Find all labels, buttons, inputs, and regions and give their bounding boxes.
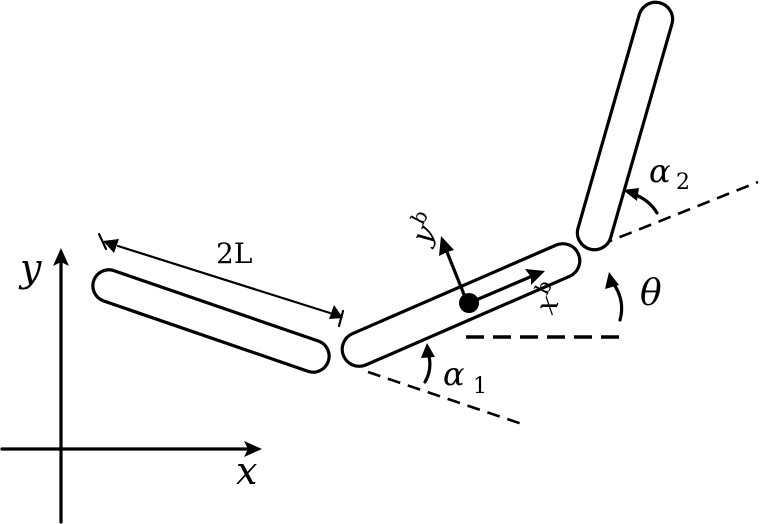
theta-arrowhead bbox=[605, 272, 619, 289]
world-x-arrowhead bbox=[244, 441, 262, 457]
alpha1-arrowhead bbox=[421, 343, 435, 358]
body-y-arrowhead bbox=[439, 236, 454, 256]
body-x-arrowhead bbox=[525, 269, 545, 285]
world-y-arrowhead bbox=[53, 248, 69, 266]
link-2-axis-extension bbox=[599, 180, 759, 247]
world-frame: x y bbox=[0, 246, 262, 524]
length-dimension: 2L bbox=[97, 232, 345, 328]
body-y-axis bbox=[445, 250, 469, 304]
alpha2-arrowhead bbox=[623, 188, 639, 201]
alpha2-label: α bbox=[649, 152, 671, 190]
body-x-axis bbox=[467, 275, 532, 305]
body-frame: x b y b bbox=[404, 206, 566, 319]
link-1-axis-extension bbox=[367, 370, 523, 426]
dimension-arrowhead-right bbox=[329, 305, 343, 319]
alpha2-subscript: 2 bbox=[676, 170, 690, 195]
dimension-arrowhead-left bbox=[103, 239, 119, 253]
theta-angle: θ bbox=[605, 272, 662, 322]
body-center-point bbox=[459, 293, 479, 313]
alpha1-subscript: 1 bbox=[473, 374, 487, 399]
world-y-label: y bbox=[18, 246, 42, 290]
theta-label: θ bbox=[640, 273, 662, 314]
alpha2-angle: α 2 bbox=[623, 152, 690, 215]
alpha1-label: α bbox=[443, 355, 465, 393]
length-label: 2L bbox=[216, 237, 252, 270]
right-link bbox=[575, 0, 675, 252]
alpha1-angle: α 1 bbox=[421, 343, 487, 399]
world-x-label: x bbox=[236, 449, 257, 493]
left-link bbox=[91, 268, 331, 374]
